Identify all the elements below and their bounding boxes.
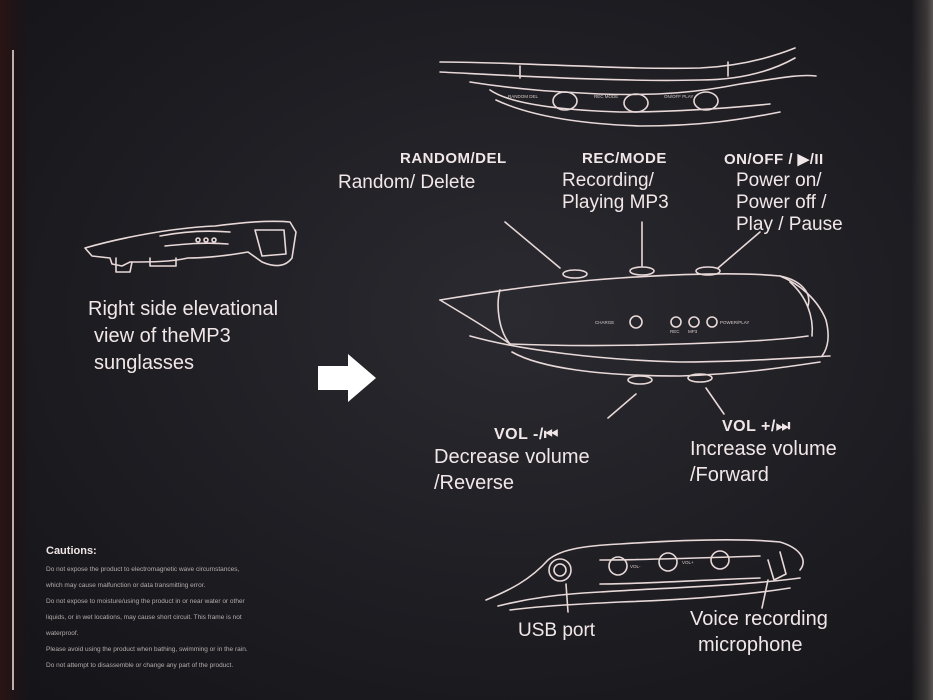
- caution-line: which may cause malfunction or data tran…: [46, 582, 206, 589]
- desc-line: Power on/: [736, 170, 822, 191]
- top-label-mid: REC MODE: [594, 94, 618, 99]
- charge-label: CHARGE: [595, 320, 614, 325]
- arrow-right-icon: [318, 354, 376, 402]
- caption-line: view of theMP3: [94, 325, 231, 347]
- desc-line: /Reverse: [434, 472, 515, 494]
- usb-port-label: USB port: [518, 620, 596, 641]
- divider-line: [12, 50, 14, 690]
- cautions-title: Cautions:: [46, 545, 97, 557]
- caption-line: sunglasses: [94, 352, 195, 374]
- desc-line: Play / Pause: [736, 214, 843, 235]
- desc-line: Playing MP3: [562, 192, 669, 213]
- vol-down-header: VOL -/⏮: [494, 426, 559, 443]
- desc-line: Increase volume: [690, 438, 837, 460]
- rec-mode-header: REC/MODE: [582, 150, 667, 167]
- on-off-header: ON/OFF / ▶/II: [724, 151, 824, 168]
- caption-line: Right side elevational: [88, 298, 279, 320]
- temple-main-view: [439, 221, 831, 419]
- rec-label: REC: [670, 329, 680, 334]
- caution-line: Do not attempt to disassemble or change …: [46, 662, 234, 669]
- power-label: POWER/PLAY: [720, 320, 749, 325]
- caution-line: liquids, or in wet locations, may cause …: [46, 614, 242, 621]
- caution-line: waterproof.: [46, 630, 79, 637]
- desc-line: /Forward: [690, 464, 769, 486]
- desc-line: Voice recording: [690, 608, 828, 630]
- caution-line: Do not expose to moisture/using the prod…: [46, 598, 245, 605]
- vol-down-desc: Decrease volume /Reverse: [434, 444, 590, 496]
- random-del-header: RANDOM/DEL: [400, 150, 507, 167]
- desc-line: microphone: [698, 634, 803, 656]
- desc-line: Recording/: [562, 170, 654, 191]
- temple-top-view: [439, 47, 817, 127]
- vol-up-header: VOL +/⏭: [722, 418, 791, 435]
- desc-line: Decrease volume: [434, 446, 590, 468]
- random-del-desc: Random/ Delete: [338, 172, 475, 194]
- top-label-right: ON/OFF PLAY: [664, 94, 693, 99]
- desc-line: Random/ Delete: [338, 172, 476, 193]
- temple-bottom-view: [485, 539, 804, 613]
- desc-line: Power off /: [736, 192, 827, 213]
- bottom-label-left: VOL-: [630, 564, 641, 569]
- caution-line: Please avoid using the product when bath…: [46, 646, 248, 653]
- on-off-desc: Power on/ Power off / Play / Pause: [736, 170, 843, 236]
- right-edge-shadow: [911, 0, 933, 700]
- cautions-body: Do not expose the product to electromagn…: [46, 562, 396, 674]
- caution-line: Do not expose the product to electromagn…: [46, 566, 240, 573]
- side-view-caption: Right side elevational view of theMP3 su…: [88, 296, 278, 377]
- mic-label: Voice recording microphone: [690, 606, 828, 658]
- rec-mode-desc: Recording/ Playing MP3: [562, 170, 669, 214]
- mp3-label: MP3: [688, 329, 698, 334]
- bottom-label-right: VOL+: [682, 560, 694, 565]
- vol-up-desc: Increase volume /Forward: [690, 436, 837, 488]
- top-label-left: RANDOM DEL: [508, 94, 539, 99]
- left-edge-shadow: [0, 0, 30, 700]
- sunglasses-side-view: [84, 220, 297, 273]
